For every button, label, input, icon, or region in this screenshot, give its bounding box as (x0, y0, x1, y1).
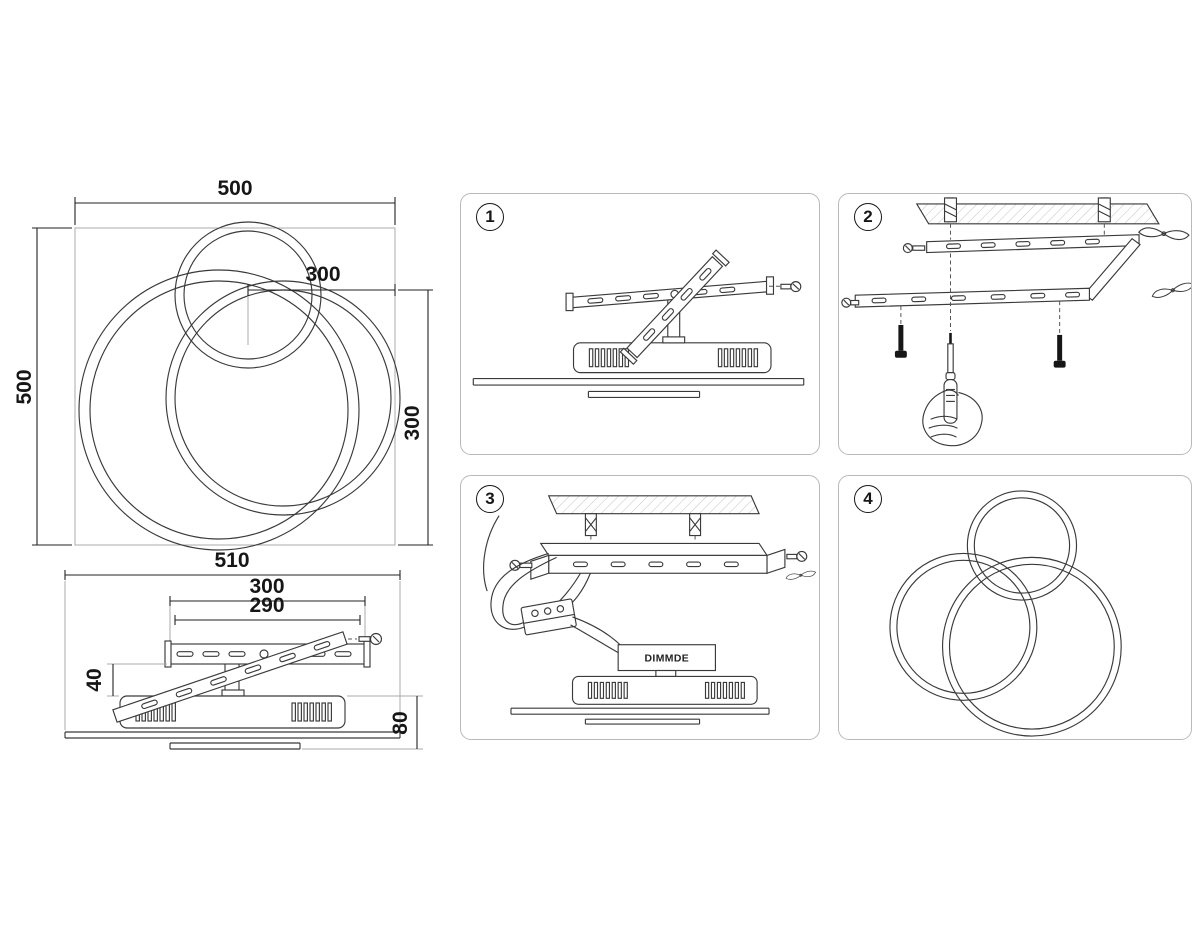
mounting-screw-up (894, 324, 907, 358)
dim-label-top-width: 500 (217, 177, 252, 200)
ring-medium-outer (889, 552, 1038, 701)
dimension-300-horizontal (247, 284, 396, 345)
step-number-1: 1 (485, 207, 495, 226)
terminal-block (520, 598, 577, 636)
screwdriver (943, 332, 958, 424)
step-number-badge-1: 1 (476, 203, 504, 231)
dim-label-300-bracket: 300 (249, 575, 284, 598)
step-2-illustration (841, 197, 1191, 447)
hand (922, 389, 983, 447)
ring-small-inner (183, 230, 313, 360)
ceiling-strip (547, 495, 760, 543)
screw (769, 281, 802, 293)
dimension-40 (107, 663, 167, 697)
lamp-housing (572, 336, 772, 374)
ring-medium-outer (165, 280, 401, 516)
anchor-plug (1097, 197, 1111, 223)
ring-large-inner (948, 563, 1115, 730)
step-panel-4: 4 (838, 475, 1192, 740)
step-1-illustration (472, 249, 805, 399)
ceiling-strip (915, 197, 1160, 225)
side-view-drawing: 510 300 290 (64, 549, 423, 750)
ring-small-inner (973, 497, 1071, 594)
wires-to-driver (570, 616, 623, 654)
dimension-width-500 (74, 197, 396, 225)
ring-large-outer (941, 556, 1122, 737)
dim-label-510: 510 (214, 549, 249, 572)
screw (841, 297, 860, 308)
top-view-drawing: 500 500 300 300 (15, 177, 433, 551)
screw (902, 243, 926, 254)
mounting-screw-up (1053, 334, 1066, 368)
driver-box-label: DIMMDE (644, 654, 689, 665)
diagonal-bracket-side (112, 631, 348, 723)
anchor-plug (689, 513, 702, 537)
anchor-plug (584, 513, 597, 537)
step-number-badge-2: 2 (854, 203, 882, 231)
base-plate (472, 378, 805, 399)
dimension-290 (174, 615, 361, 625)
dim-label-offset-horizontal: 300 (305, 263, 340, 286)
lamp-housing (571, 669, 758, 705)
dimension-80 (302, 695, 423, 750)
screw (786, 550, 808, 562)
base-plate (510, 707, 770, 725)
mounting-bracket-cross (565, 249, 775, 365)
ring-small-outer (966, 490, 1078, 601)
lamp-rings-top-view (78, 221, 401, 551)
driver-box: DIMMDE (617, 644, 716, 677)
mounting-bracket-channel (530, 542, 786, 581)
bounding-box (74, 227, 396, 546)
spring-wing-icon (1138, 227, 1190, 241)
ring-large-outer (78, 269, 360, 551)
dim-label-290: 290 (249, 594, 284, 617)
ring-small-outer (174, 221, 322, 369)
vent-slots-right (291, 702, 332, 722)
ring-large-inner (89, 280, 349, 540)
dim-label-40: 40 (83, 668, 106, 691)
dimension-height-500 (32, 227, 72, 546)
dimension-300-vertical (398, 289, 433, 546)
spring-wing-icon (785, 570, 816, 580)
step-number-3: 3 (485, 489, 495, 508)
screw-side (348, 632, 383, 646)
dimension-510 (64, 570, 401, 730)
step-panel-3: 3 (460, 475, 820, 740)
step-3-illustration: DIMMDE (483, 495, 816, 725)
mounting-bars (854, 234, 1141, 308)
lamp-rings-finished (889, 490, 1122, 737)
step-4-illustration (889, 490, 1122, 737)
dim-label-offset-vertical: 300 (401, 405, 424, 440)
step-number-badge-3: 3 (476, 485, 504, 513)
spring-wing-icon (1151, 282, 1191, 298)
step-number-4: 4 (863, 489, 873, 508)
anchor-plug (943, 197, 958, 223)
step-number-2: 2 (863, 207, 873, 226)
base-plate-side (64, 731, 401, 750)
dim-label-left-height: 500 (15, 369, 36, 404)
dimension-300-bracket (169, 596, 366, 642)
step-panel-2: 2 (838, 193, 1192, 455)
step-panel-1: 1 (460, 193, 820, 455)
step-number-badge-4: 4 (854, 485, 882, 513)
ring-medium-inner (896, 559, 1031, 694)
dim-label-80: 80 (389, 711, 412, 734)
